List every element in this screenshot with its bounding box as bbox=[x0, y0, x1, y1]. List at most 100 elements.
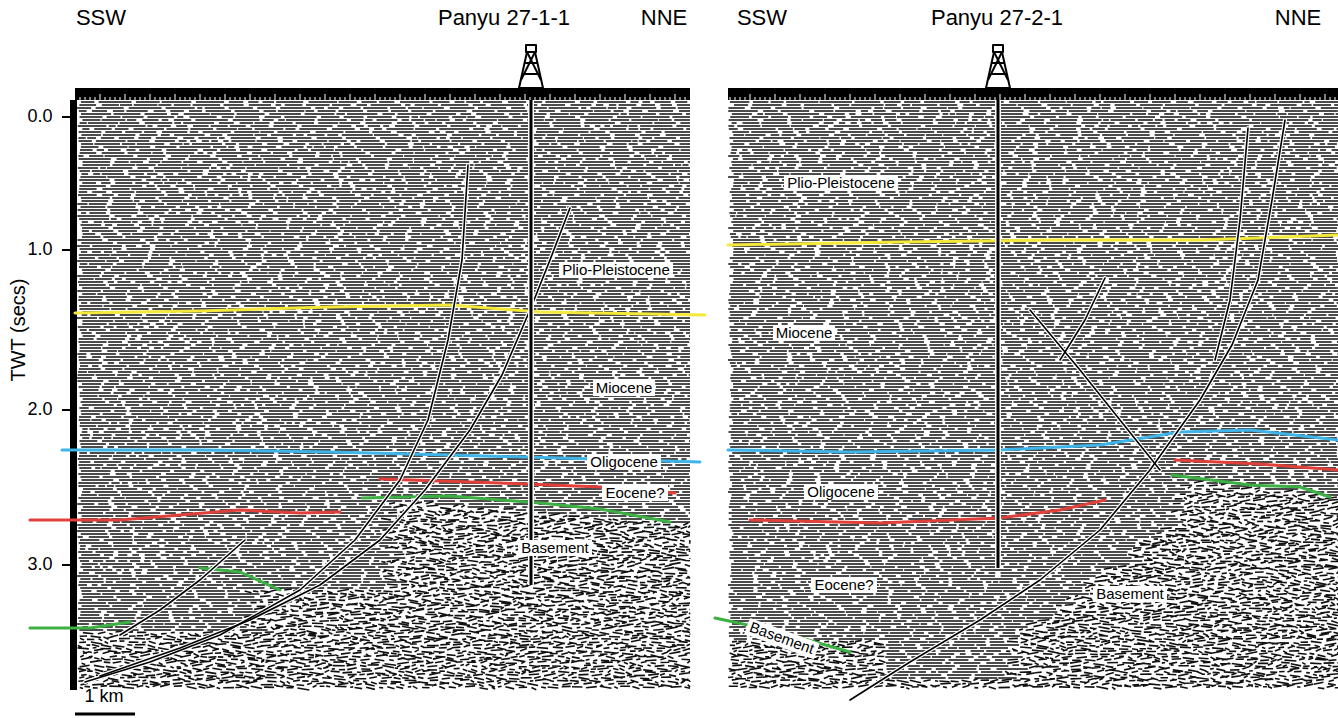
tick bbox=[1005, 97, 1006, 100]
tick bbox=[375, 94, 376, 100]
tick bbox=[1180, 97, 1181, 100]
tick bbox=[195, 97, 196, 100]
tick bbox=[1230, 97, 1231, 100]
tick bbox=[1140, 97, 1141, 100]
tick bbox=[130, 97, 131, 100]
tick bbox=[1305, 97, 1306, 100]
tick bbox=[1275, 94, 1276, 100]
tick bbox=[1015, 97, 1016, 100]
faults bbox=[85, 120, 1285, 700]
tick bbox=[1300, 94, 1301, 100]
tick bbox=[215, 97, 216, 100]
tick bbox=[895, 97, 896, 100]
tick bbox=[410, 97, 411, 100]
green-horizon bbox=[1172, 475, 1330, 497]
well-track bbox=[530, 100, 533, 585]
tick bbox=[1120, 97, 1121, 100]
tick bbox=[1285, 97, 1286, 100]
axis-tick bbox=[62, 116, 70, 118]
tick bbox=[1020, 97, 1021, 100]
tick bbox=[755, 97, 756, 100]
tick bbox=[445, 97, 446, 100]
tick bbox=[605, 97, 606, 100]
tick bbox=[330, 97, 331, 100]
tick bbox=[920, 97, 921, 100]
tick bbox=[985, 97, 986, 100]
tick bbox=[1065, 97, 1066, 100]
tick bbox=[1070, 97, 1071, 100]
tick bbox=[1270, 97, 1271, 100]
red-horizon bbox=[1175, 460, 1338, 470]
unit-label: Oligocene bbox=[804, 484, 878, 501]
tick bbox=[1115, 97, 1116, 100]
axis-tick bbox=[62, 249, 70, 251]
tick bbox=[425, 94, 426, 100]
axis-value: 2.0 bbox=[27, 400, 52, 420]
tick bbox=[775, 94, 776, 100]
tick bbox=[285, 97, 286, 100]
tick bbox=[1335, 97, 1336, 100]
yellow-horizon bbox=[728, 235, 1338, 245]
tick bbox=[390, 97, 391, 100]
tick bbox=[205, 97, 206, 100]
tick bbox=[1010, 97, 1011, 100]
tick bbox=[350, 94, 351, 100]
tick bbox=[1165, 97, 1166, 100]
seismic-texture bbox=[77, 102, 690, 690]
tick bbox=[805, 97, 806, 100]
tick bbox=[370, 97, 371, 100]
tick bbox=[885, 97, 886, 100]
tick bbox=[450, 94, 451, 100]
section-header: NNE bbox=[641, 6, 687, 30]
tick bbox=[545, 97, 546, 100]
tick bbox=[140, 97, 141, 100]
tick bbox=[870, 97, 871, 100]
tick bbox=[275, 94, 276, 100]
tick bbox=[315, 97, 316, 100]
tick bbox=[490, 97, 491, 100]
tick bbox=[1055, 97, 1056, 100]
tick bbox=[585, 97, 586, 100]
tick bbox=[525, 94, 526, 100]
tick bbox=[475, 94, 476, 100]
tick bbox=[785, 97, 786, 100]
tick bbox=[1035, 97, 1036, 100]
tick bbox=[555, 97, 556, 100]
tick bbox=[835, 97, 836, 100]
tick bbox=[290, 97, 291, 100]
tick bbox=[185, 97, 186, 100]
tick bbox=[300, 94, 301, 100]
tick bbox=[620, 97, 621, 100]
tick bbox=[265, 97, 266, 100]
tick bbox=[200, 94, 201, 100]
tick bbox=[405, 97, 406, 100]
tick bbox=[1265, 97, 1266, 100]
tick bbox=[260, 97, 261, 100]
tick bbox=[1170, 97, 1171, 100]
tick bbox=[915, 97, 916, 100]
tick bbox=[1110, 97, 1111, 100]
tick bbox=[230, 97, 231, 100]
tick bbox=[180, 97, 181, 100]
tick bbox=[1190, 97, 1191, 100]
tick bbox=[610, 97, 611, 100]
tick bbox=[1150, 94, 1151, 100]
tick bbox=[1325, 94, 1326, 100]
tick bbox=[1250, 94, 1251, 100]
tick bbox=[155, 97, 156, 100]
tick bbox=[850, 94, 851, 100]
tick bbox=[830, 97, 831, 100]
tick bbox=[510, 97, 511, 100]
tick bbox=[125, 94, 126, 100]
tick bbox=[855, 97, 856, 100]
axis-value: 3.0 bbox=[27, 555, 52, 575]
tick bbox=[745, 97, 746, 100]
well-track bbox=[995, 100, 1001, 568]
tick bbox=[435, 97, 436, 100]
tick bbox=[85, 97, 86, 100]
tick bbox=[1280, 97, 1281, 100]
tick bbox=[530, 97, 531, 100]
tick bbox=[150, 94, 151, 100]
tick bbox=[1135, 97, 1136, 100]
tick bbox=[1315, 97, 1316, 100]
